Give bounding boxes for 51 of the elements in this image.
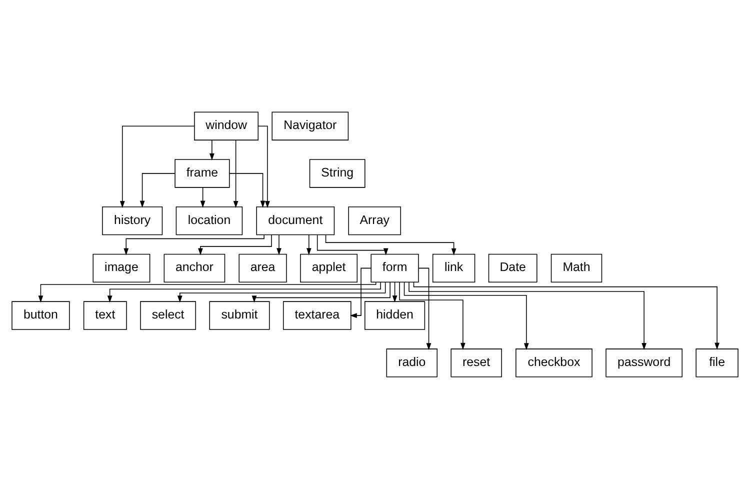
arrow [418, 267, 432, 350]
arrow [209, 139, 214, 160]
arrow [177, 281, 386, 302]
node-box: Array [348, 206, 402, 235]
arrow [413, 281, 720, 350]
node-box: area [238, 253, 287, 282]
arrow [316, 234, 388, 255]
node-box: radio [386, 348, 438, 377]
node-box: link [432, 253, 476, 282]
arrow [399, 281, 466, 350]
node-box: file [696, 348, 738, 377]
arrow [404, 282, 529, 350]
node-box: image [92, 253, 150, 282]
node-box: reset [450, 348, 502, 377]
arrow [198, 234, 272, 255]
arrow [325, 234, 456, 255]
arrow [276, 234, 282, 255]
arrow [229, 172, 266, 208]
node-box: Date [488, 253, 538, 282]
node-box: checkbox [516, 348, 592, 377]
node-box: textarea [282, 300, 352, 330]
node-box: frame [174, 158, 230, 188]
arrow [350, 267, 372, 318]
node-box: location [176, 206, 243, 235]
node-box: button [12, 300, 70, 330]
arrow [392, 282, 398, 302]
node-box: Navigator [272, 111, 349, 140]
arrow [408, 281, 646, 350]
arrow [200, 186, 206, 208]
node-box: select [140, 300, 196, 330]
node-box: text [83, 300, 127, 330]
node-box: applet [300, 253, 358, 282]
arrow [124, 234, 264, 255]
node-box: anchor [164, 253, 226, 282]
node-box: history [102, 206, 163, 235]
node-box: hidden [364, 300, 426, 330]
arrow [140, 172, 176, 208]
arrow [107, 281, 381, 302]
node-box: form [370, 253, 419, 282]
node-box: submit [209, 300, 270, 330]
arrow [120, 125, 195, 208]
node-box: Math [550, 253, 602, 282]
node-box: window [194, 111, 259, 140]
node-box: String [309, 158, 366, 188]
arrow [233, 139, 238, 208]
arrow [258, 125, 270, 208]
node-box: document [256, 206, 335, 235]
arrow [38, 281, 376, 302]
arrow [252, 281, 390, 302]
arrow [306, 234, 312, 255]
node-box: password [606, 348, 682, 377]
